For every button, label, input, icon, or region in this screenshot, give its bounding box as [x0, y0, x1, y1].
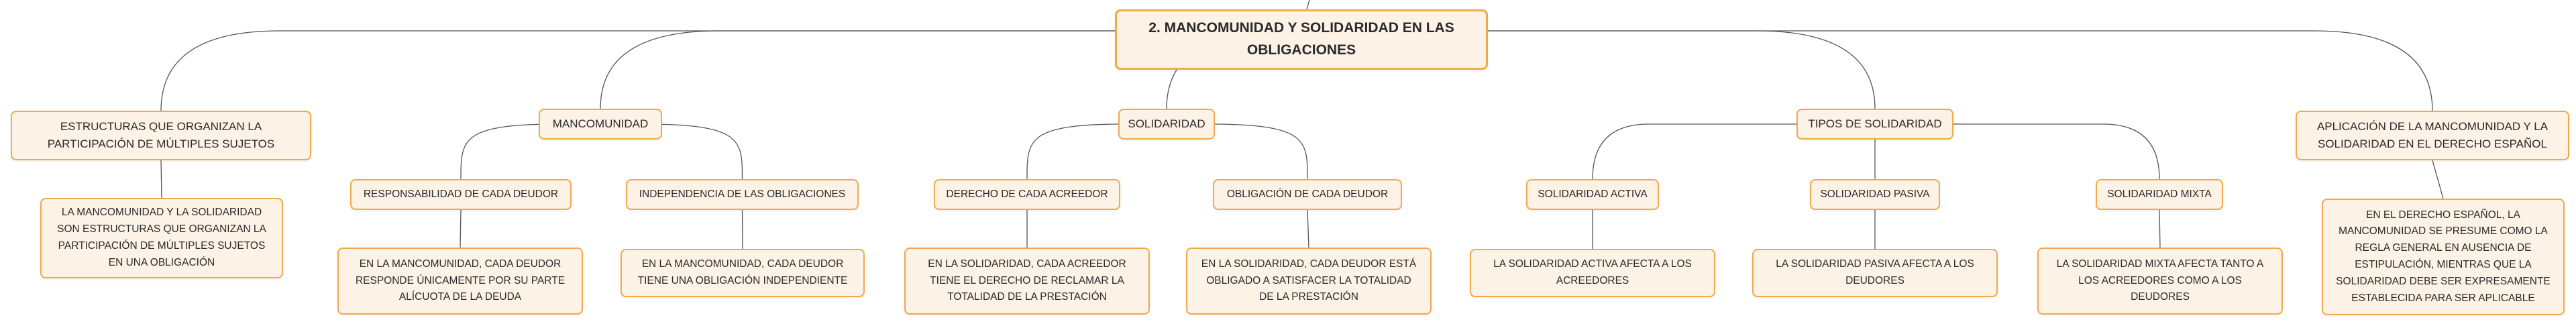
estructuras-node[interactable]: ESTRUCTURAS QUE ORGANIZAN LA PARTICIPACI… — [11, 111, 311, 160]
root-label: 2. MANCOMUNIDAD Y SOLIDARIDAD EN LAS OBL… — [1148, 20, 1454, 58]
estructuras-detail: LA MANCOMUNIDAD Y LA SOLIDARIDAD SON EST… — [57, 207, 266, 268]
connector-sol-0 — [1026, 123, 1140, 180]
connector-root-up — [1306, 0, 1310, 10]
pasiva-label: SOLIDARIDAD PASIVA — [1820, 188, 1930, 201]
connector-leaf-8 — [2432, 160, 2444, 199]
independencia-label: INDEPENDENCIA DE LAS OBLIGACIONES — [639, 188, 846, 201]
connector-manc-1 — [627, 123, 743, 180]
connector-leaf-4 — [1307, 209, 1309, 248]
tipos-node[interactable]: TIPOS DE SOLIDARIDAD — [1796, 109, 1953, 140]
connector-tipos-0 — [1592, 123, 1796, 180]
pasiva-detail-node[interactable]: LA SOLIDARIDAD PASIVA AFECTA A LOS DEUDO… — [1752, 249, 1998, 297]
responsabilidad-detail: EN LA MANCOMUNIDAD, CADA DEUDOR RESPONDE… — [355, 258, 566, 303]
connector-root-4 — [1488, 30, 2433, 111]
solidaridad-label: SOLIDARIDAD — [1128, 117, 1205, 130]
activa-label: SOLIDARIDAD ACTIVA — [1538, 188, 1648, 201]
connector-sol-1 — [1193, 123, 1308, 180]
mixta-detail: LA SOLIDARIDAD MIXTA AFECTA TANTO A LOS … — [2056, 258, 2264, 303]
aplicacion-label: APLICACIÓN DE LA MANCOMUNIDAD Y LA SOLID… — [2316, 119, 2548, 150]
pasiva-node[interactable]: SOLIDARIDAD PASIVA — [1810, 179, 1940, 210]
solidaridad-node[interactable]: SOLIDARIDAD — [1118, 109, 1215, 140]
aplicacion-node[interactable]: APLICACIÓN DE LA MANCOMUNIDAD Y LA SOLID… — [2296, 111, 2569, 160]
derecho-detail-node[interactable]: EN LA SOLIDARIDAD, CADA ACREEDOR TIENE E… — [904, 248, 1150, 315]
connector-root-3 — [1488, 30, 1876, 109]
aplicacion-detail-node[interactable]: EN EL DERECHO ESPAÑOL, LA MANCOMUNIDAD S… — [2322, 199, 2565, 315]
connector-tipos-2 — [1953, 123, 2160, 180]
connector-leaf-0 — [160, 160, 162, 199]
independencia-detail: EN LA MANCOMUNIDAD, CADA DEUDOR TIENE UN… — [637, 258, 848, 286]
obligacion-detail: EN LA SOLIDARIDAD, CADA DEUDOR ESTÁ OBLI… — [1201, 258, 1417, 303]
estructuras-detail-node[interactable]: LA MANCOMUNIDAD Y LA SOLIDARIDAD SON EST… — [40, 198, 283, 278]
activa-node[interactable]: SOLIDARIDAD ACTIVA — [1526, 179, 1659, 210]
mancomunidad-label: MANCOMUNIDAD — [552, 117, 649, 130]
obligacion-label: OBLIGACIÓN DE CADA DEUDOR — [1226, 188, 1389, 201]
estructuras-label: ESTRUCTURAS QUE ORGANIZAN LA PARTICIPACI… — [47, 119, 275, 150]
obligacion-node[interactable]: OBLIGACIÓN DE CADA DEUDOR — [1213, 179, 1402, 210]
connector-manc-0 — [460, 123, 574, 180]
mixta-detail-node[interactable]: LA SOLIDARIDAD MIXTA AFECTA TANTO A LOS … — [2037, 248, 2283, 315]
obligacion-detail-node[interactable]: EN LA SOLIDARIDAD, CADA DEUDOR ESTÁ OBLI… — [1186, 248, 1432, 315]
independencia-detail-node[interactable]: EN LA MANCOMUNIDAD, CADA DEUDOR TIENE UN… — [621, 249, 865, 297]
connector-root-1 — [600, 30, 1115, 109]
mixta-node[interactable]: SOLIDARIDAD MIXTA — [2096, 179, 2223, 210]
responsabilidad-detail-node[interactable]: EN LA MANCOMUNIDAD, CADA DEUDOR RESPONDE… — [337, 248, 583, 315]
connector-leaf-7 — [2159, 209, 2161, 248]
responsabilidad-node[interactable]: RESPONSABILIDAD DE CADA DEUDOR — [350, 179, 572, 210]
pasiva-detail: LA SOLIDARIDAD PASIVA AFECTA A LOS DEUDO… — [1776, 258, 1974, 286]
connector-leaf-1 — [460, 209, 462, 248]
root-node[interactable]: 2. MANCOMUNIDAD Y SOLIDARIDAD EN LAS OBL… — [1115, 9, 1488, 70]
mancomunidad-node[interactable]: MANCOMUNIDAD — [539, 109, 662, 140]
connector-root-0 — [160, 30, 1115, 111]
mixta-label: SOLIDARIDAD MIXTA — [2107, 188, 2212, 201]
activa-detail-node[interactable]: LA SOLIDARIDAD ACTIVA AFECTA A LOS ACREE… — [1470, 249, 1715, 297]
independencia-node[interactable]: INDEPENDENCIA DE LAS OBLIGACIONES — [626, 179, 859, 210]
responsabilidad-label: RESPONSABILIDAD DE CADA DEUDOR — [363, 188, 559, 201]
derecho-detail: EN LA SOLIDARIDAD, CADA ACREEDOR TIENE E… — [928, 258, 1126, 303]
derecho-node[interactable]: DERECHO DE CADA ACREEDOR — [934, 179, 1120, 210]
activa-detail: LA SOLIDARIDAD ACTIVA AFECTA A LOS ACREE… — [1493, 258, 1692, 286]
tipos-label: TIPOS DE SOLIDARIDAD — [1808, 117, 1942, 130]
derecho-label: DERECHO DE CADA ACREEDOR — [946, 188, 1108, 201]
aplicacion-detail: EN EL DERECHO ESPAÑOL, LA MANCOMUNIDAD S… — [2336, 209, 2551, 304]
